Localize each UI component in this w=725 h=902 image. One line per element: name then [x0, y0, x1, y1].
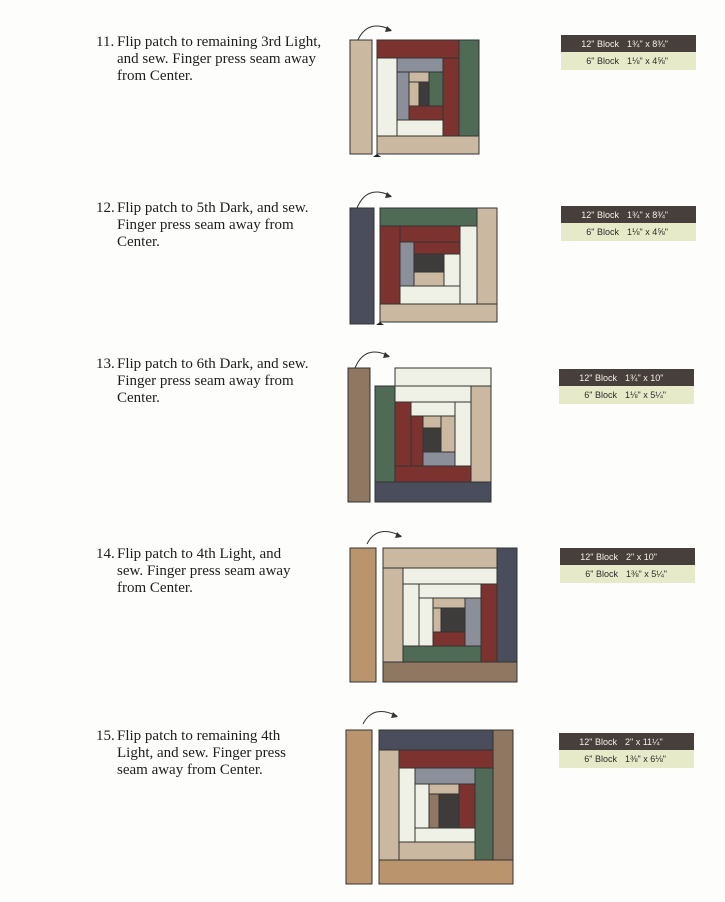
- instruction-line: Flip patch to remaining 4th: [117, 728, 281, 744]
- step-14-diagram: [345, 528, 525, 688]
- size-row-6-inch: 6" Block 1⅛" x 5¼": [559, 386, 694, 404]
- step-13-instructions: 13. Flip patch to 6th Dark, and sew. Fin…: [96, 356, 309, 407]
- strip-size: 1⅛" x 5¼": [625, 390, 666, 400]
- instruction-line: from Center.: [117, 68, 193, 84]
- block-label: 6" Block: [584, 754, 617, 764]
- size-row-12-inch: 12" Block 1¾" x 10": [559, 369, 694, 386]
- step-13-diagram: [343, 344, 503, 504]
- step-11-size-table: 12" Block 1¾" x 8¾" 6" Block 1⅛" x 4⅝": [561, 35, 696, 70]
- size-row-12-inch: 12" Block 1¾" x 8¾": [561, 206, 696, 223]
- instruction-line: Light, and sew. Finger press: [117, 745, 286, 761]
- strip-size: 2" x 11¼": [625, 736, 663, 747]
- block-label: 12" Block: [579, 372, 617, 383]
- block-label: 6" Block: [586, 227, 619, 237]
- step-number: 12.: [96, 200, 115, 216]
- step-14-size-table: 12" Block 2" x 10" 6" Block 1⅜" x 5¼": [560, 548, 695, 583]
- strip-size: 2" x 10": [626, 551, 657, 562]
- step-15-size-table: 12" Block 2" x 11¼" 6" Block 1⅜" x 6⅛": [559, 733, 694, 768]
- size-row-12-inch: 12" Block 2" x 10": [560, 548, 695, 565]
- step-15-instructions: 15. Flip patch to remaining 4th Light, a…: [96, 728, 286, 779]
- instruction-line: Flip patch to 5th Dark, and sew.: [117, 200, 309, 216]
- step-11-instructions: 11. Flip patch to remaining 3rd Light, a…: [96, 34, 321, 85]
- instruction-line: from Center.: [117, 580, 193, 596]
- step-number: 14.: [96, 546, 115, 562]
- instruction-line: seam away from Center.: [117, 762, 263, 778]
- strip-size: 1⅛" x 4⅝": [627, 56, 668, 66]
- step-13-size-table: 12" Block 1¾" x 10" 6" Block 1⅛" x 5¼": [559, 369, 694, 404]
- strip-size: 1¾" x 8¾": [627, 209, 668, 220]
- step-12-instructions: 12. Flip patch to 5th Dark, and sew. Fin…: [96, 200, 309, 251]
- step-15-diagram: [341, 706, 531, 890]
- block-label: 6" Block: [585, 569, 618, 579]
- strip-size: 1⅛" x 4⅝": [627, 227, 668, 237]
- strip-size: 1⅜" x 5¼": [626, 569, 667, 579]
- size-row-6-inch: 6" Block 1⅛" x 4⅝": [561, 52, 696, 70]
- instruction-line: Finger press seam away from: [117, 373, 294, 389]
- block-label: 6" Block: [586, 56, 619, 66]
- step-number: 13.: [96, 356, 115, 372]
- instruction-line: and sew. Finger press seam away: [117, 51, 316, 67]
- step-11-diagram: [345, 16, 485, 158]
- strip-size: 1¾" x 8¾": [627, 38, 668, 49]
- step-14-instructions: 14. Flip patch to 4th Light, and sew. Fi…: [96, 546, 291, 597]
- instruction-line: Finger press seam away from: [117, 217, 294, 233]
- step-number: 15.: [96, 728, 115, 744]
- instruction-line: Center.: [117, 390, 160, 406]
- block-label: 12" Block: [580, 551, 618, 562]
- instruction-line: sew. Finger press seam away: [117, 563, 291, 579]
- instruction-line: Flip patch to 6th Dark, and sew.: [117, 356, 309, 372]
- strip-size: 1⅜" x 6⅛": [625, 754, 666, 764]
- strip-size: 1¾" x 10": [625, 372, 664, 383]
- size-row-12-inch: 12" Block 1¾" x 8¾": [561, 35, 696, 52]
- instruction-line: Flip patch to 4th Light, and: [117, 546, 282, 562]
- block-label: 6" Block: [584, 390, 617, 400]
- step-12-size-table: 12" Block 1¾" x 8¾" 6" Block 1⅛" x 4⅝": [561, 206, 696, 241]
- size-row-6-inch: 6" Block 1⅛" x 4⅝": [561, 223, 696, 241]
- size-row-12-inch: 12" Block 2" x 11¼": [559, 733, 694, 750]
- step-number: 11.: [96, 34, 115, 50]
- block-label: 12" Block: [581, 209, 619, 220]
- instruction-line: Flip patch to remaining 3rd Light,: [117, 34, 322, 50]
- size-row-6-inch: 6" Block 1⅜" x 6⅛": [559, 750, 694, 768]
- step-12-diagram: [345, 182, 505, 328]
- block-label: 12" Block: [579, 736, 617, 747]
- block-label: 12" Block: [581, 38, 619, 49]
- instruction-line: Center.: [117, 234, 160, 250]
- size-row-6-inch: 6" Block 1⅜" x 5¼": [560, 565, 695, 583]
